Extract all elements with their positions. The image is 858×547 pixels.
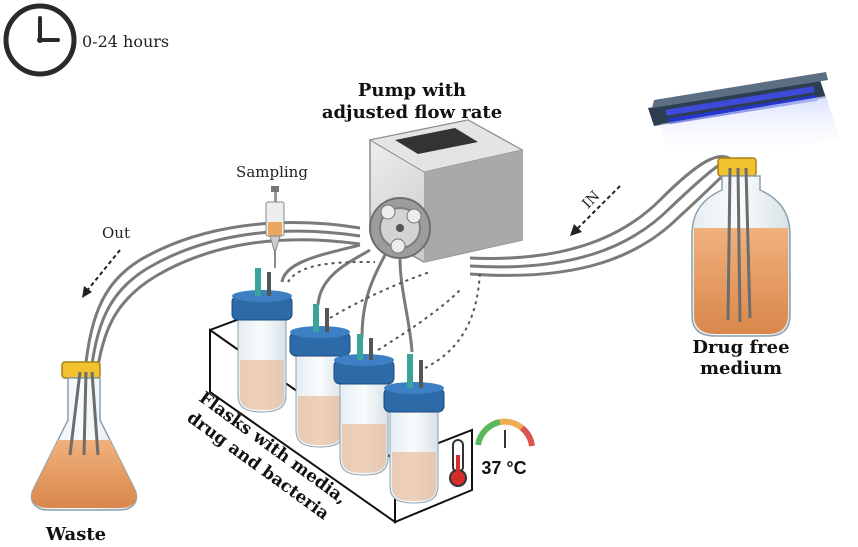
out-label: Out: [102, 224, 130, 242]
medium-label-line2: medium: [700, 358, 782, 379]
culture-flask-4: [383, 354, 445, 504]
pump-label-line2: adjusted flow rate: [322, 102, 502, 123]
culture-flask-2: [289, 304, 351, 448]
in-label: IN: [579, 188, 603, 212]
gauge-icon: [475, 418, 535, 448]
thermometer-icon: [449, 439, 467, 487]
peristaltic-pump-icon: [368, 119, 524, 263]
medium-label-line1: Drug free: [692, 337, 789, 358]
outlet-tubes: [82, 221, 361, 381]
out-arrow: [82, 249, 121, 298]
temperature-label: 37 °C: [481, 458, 526, 478]
culture-flask-3: [333, 334, 395, 476]
flask-tubes: [280, 243, 414, 353]
waste-flask: [30, 361, 138, 511]
in-arrow: [570, 185, 621, 236]
syringe-icon: [265, 186, 285, 268]
clock-icon: [3, 3, 77, 77]
sampling-label: Sampling: [236, 163, 308, 181]
waste-label: Waste: [45, 524, 106, 545]
uv-lamp-icon: [648, 72, 840, 160]
time-label: 0-24 hours: [82, 32, 169, 51]
recirculation-dotted-lines: [287, 261, 481, 369]
pump-label-line1: Pump with: [358, 80, 466, 101]
medium-bottle: [691, 157, 791, 337]
culture-flask-1: [231, 268, 293, 413]
